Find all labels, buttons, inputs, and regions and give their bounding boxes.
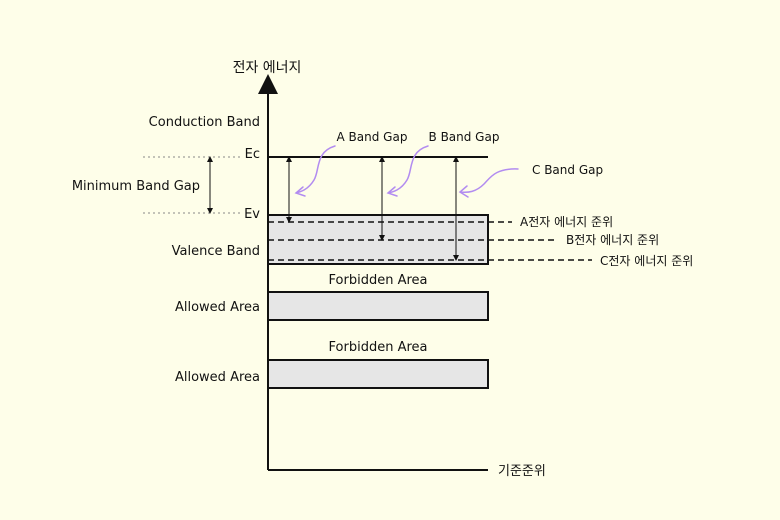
valence-band-label: Valence Band (172, 244, 260, 259)
ec-label: Ec (245, 147, 260, 162)
forbidden-area-label-2: Forbidden Area (329, 340, 428, 355)
a-pointer-icon (294, 145, 336, 197)
y-axis-label: 전자 에너지 (233, 60, 302, 76)
b-gap-label: B Band Gap (429, 130, 500, 144)
x-axis-label: 기준준위 (498, 464, 546, 479)
c-gap-label: C Band Gap (532, 163, 603, 177)
a-gap-label: A Band Gap (337, 130, 408, 144)
b-level-label: B전자 에너지 준위 (566, 233, 659, 247)
min-gap-label: Minimum Band Gap (72, 179, 200, 194)
a-level-label: A전자 에너지 준위 (520, 215, 613, 229)
allowed-area-box-2 (267, 359, 489, 389)
c-level-label: C전자 에너지 준위 (600, 254, 693, 268)
c-pointer-icon (458, 168, 519, 198)
forbidden-area-label-1: Forbidden Area (329, 273, 428, 288)
b-pointer-icon (386, 145, 429, 197)
allowed-area-label-2: Allowed Area (175, 370, 260, 385)
allowed-area-label-1: Allowed Area (175, 300, 260, 315)
allowed-area-box-1 (267, 291, 489, 321)
ev-label: Ev (244, 207, 260, 222)
conduction-band-label: Conduction Band (149, 115, 260, 130)
